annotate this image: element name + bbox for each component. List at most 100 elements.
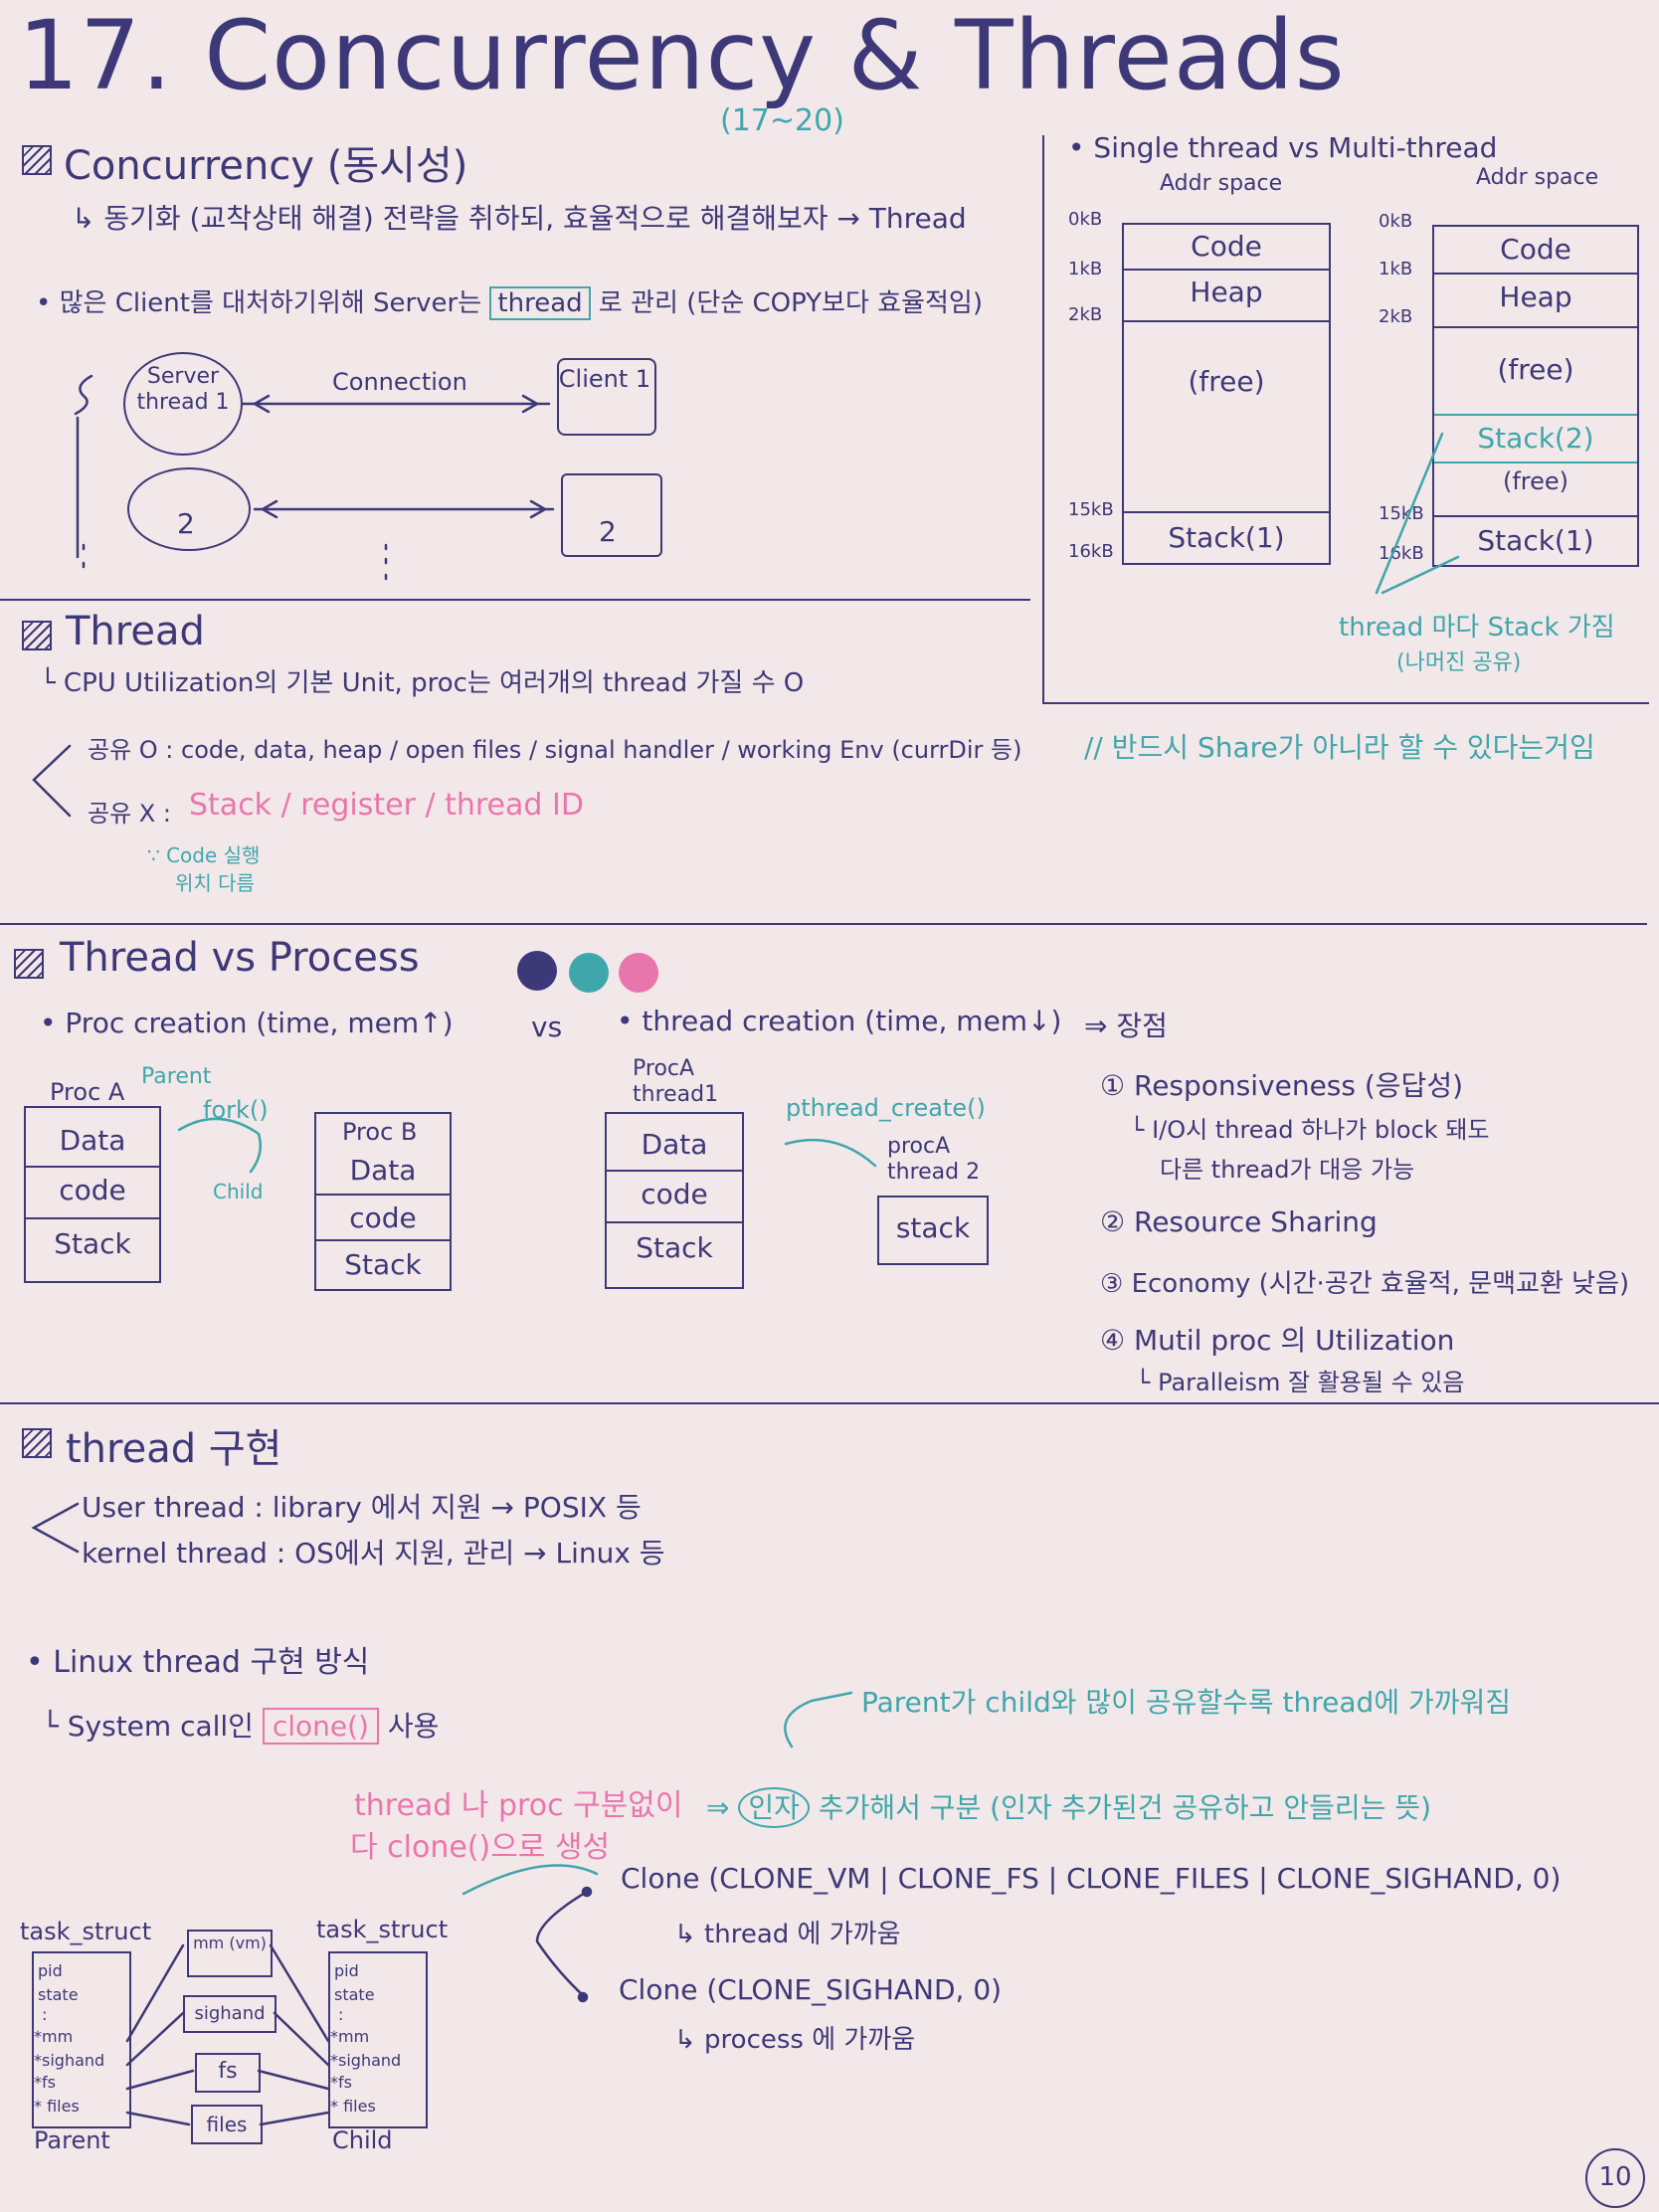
proc-creation: • Proc creation (time, mem↑) [40, 1007, 454, 1039]
single-label-1kb: 1kB [1068, 259, 1103, 279]
share-o-line: 공유 O : code, data, heap / open files / s… [88, 736, 1022, 764]
merit-label: ⇒ 장점 [1084, 1010, 1168, 1042]
addr-panel-bottom-border [1042, 702, 1649, 704]
clone-call-1: Clone (CLONE_VM | CLONE_FS | CLONE_FILES… [621, 1862, 1562, 1895]
ts-left-fs: *fs [34, 2073, 56, 2092]
share-o-note: // 반드시 Share가 아니라 할 수 있다는거임 [1084, 731, 1595, 764]
stack-note-2: (나머진 공유) [1396, 650, 1522, 675]
clone-call-2: Clone (CLONE_SIGHAND, 0) [619, 1973, 1003, 2006]
continuation-dots [82, 543, 388, 581]
shared-mm-box: mm (vm) [187, 1930, 273, 1977]
page-number-circle: 10 [1585, 2148, 1645, 2208]
multi-stack2-cell: Stack(2) [1434, 414, 1637, 463]
page-range: (17~20) [720, 103, 844, 138]
ts-left-mm: *mm [34, 2027, 74, 2046]
server-bracket [74, 374, 93, 559]
client-1-node [557, 358, 656, 436]
fork-arrow [177, 1117, 262, 1174]
proc-b-label: Proc B [342, 1118, 418, 1146]
proc-a-data: Data [59, 1124, 126, 1157]
share-x-note1: ∵ Code 실행 [147, 843, 261, 867]
clone-call-2-note: ↳ process 에 가까움 [674, 2025, 916, 2055]
single-label-0kb: 0kB [1068, 209, 1103, 230]
task-struct-right-label: task_struct [316, 1916, 449, 1943]
syscall-pre: └ System call인 [42, 1710, 254, 1743]
checkbox-icon [22, 1428, 52, 1458]
multi-heap-cell: Heap [1434, 273, 1637, 320]
addr-panel-left-border [1042, 135, 1044, 704]
thread-creation: • thread creation (time, mem↓) [617, 1005, 1062, 1037]
clone-boxed-word: clone() [262, 1708, 379, 1745]
parent-pointer-arrows [125, 1943, 195, 2126]
child-pointer-arrows [257, 1943, 330, 2126]
connection-arrowheads-2 [261, 499, 547, 519]
client-2-label: 2 [599, 515, 617, 548]
merit-4: ④ Mutil proc 의 Utilization [1100, 1324, 1455, 1357]
syscall-post: 사용 [387, 1710, 440, 1743]
pink-note-2: 다 clone()으로 생성 [350, 1830, 611, 1865]
ts-left-files: * files [34, 2097, 80, 2116]
teal-hook [784, 1691, 853, 1749]
single-label-2kb: 2kB [1068, 304, 1103, 325]
pink-note-1: thread 나 proc 구분없이 [354, 1788, 683, 1823]
single-label-15kb: 15kB [1068, 499, 1114, 520]
ts-left-pid: pid [38, 1961, 63, 1980]
proc-a-label: Proc A [50, 1078, 125, 1106]
task-struct-left-box: pid state : *mm *sighand *fs * files [32, 1951, 131, 2128]
multi-label-1kb: 1kB [1379, 259, 1413, 279]
page-number: 10 [1598, 2162, 1632, 2192]
single-stack1-cell: Stack(1) [1124, 511, 1329, 563]
multi-code-cell: Code [1500, 233, 1571, 266]
ts-right-sighand: *sighand [330, 2051, 402, 2070]
merit-1: ① Responsiveness (응답성) [1100, 1069, 1464, 1102]
share-x-note2: 위치 다름 [175, 871, 255, 895]
linux-heading: • Linux thread 구현 방식 [26, 1645, 370, 1680]
single-heap-cell: Heap [1124, 269, 1329, 314]
shared-fs-box: fs [195, 2053, 261, 2093]
clone-pointer-arrow [461, 1864, 599, 1896]
multi-addr-title: Addr space [1476, 165, 1599, 190]
child-label: Child [213, 1180, 264, 1203]
page-title: 17. Concurrency & Threads [18, 0, 1346, 111]
proca-thread2-label: procA thread 2 [887, 1134, 981, 1185]
concurrency-line2-post: 로 관리 (단순 COPY보다 효율적임) [598, 288, 983, 318]
parent-struct-label: Parent [34, 2126, 110, 2154]
parent-label: Parent [141, 1064, 212, 1089]
share-x-label: 공유 X : [88, 800, 171, 828]
concurrency-line2-pre: • 많은 Client를 대처하기위해 Server는 [36, 288, 482, 318]
user-thread-line: User thread : library 에서 지원 → POSIX 등 [82, 1491, 642, 1524]
ts-right-mm: *mm [330, 2027, 370, 2046]
addr-header: • Single thread vs Multi-thread [1068, 131, 1498, 164]
pthread-arrow [784, 1138, 877, 1168]
proca-thread2-stack: stack [895, 1211, 971, 1244]
concurrency-heading: Concurrency (동시성) [64, 143, 468, 189]
ts-right-state: state [334, 1985, 375, 2004]
pthread-create-label: pthread_create() [786, 1094, 986, 1122]
color-swatch-pink [619, 953, 658, 993]
shared-sighand-label: sighand [194, 2003, 266, 2024]
color-swatch-navy [517, 951, 557, 991]
multi-addr-space: Code Heap (free) Stack(2) (free) Stack(1… [1432, 225, 1639, 567]
single-code-cell: Code [1191, 230, 1262, 263]
single-addr-space: Code Heap (free) Stack(1) [1122, 223, 1331, 565]
arg-post: 추가해서 구분 (인자 추가된건 공유하고 안들리는 뜻) [818, 1791, 1432, 1824]
multi-stack1-cell: Stack(1) [1434, 515, 1637, 565]
share-x-items: Stack / register / thread ID [189, 788, 584, 823]
arg-pre: ⇒ [706, 1791, 730, 1824]
clone-branch-dot-1 [581, 1886, 593, 1898]
clone-branch-dot-2 [577, 1991, 589, 2003]
checkbox-icon [14, 949, 44, 979]
multi-label-0kb: 0kB [1379, 211, 1413, 232]
clone-branch-lines [535, 1890, 589, 1999]
proca-thread1-code: code [607, 1170, 742, 1217]
client-1-label: Client 1 [558, 365, 651, 393]
share-brace [32, 744, 72, 818]
client-2-node [561, 473, 662, 557]
server-thread-2-label: 2 [177, 507, 195, 540]
thread-line1: └ CPU Utilization의 기본 Unit, proc는 여러개의 t… [40, 668, 805, 698]
ts-right-pid: pid [334, 1961, 359, 1980]
ts-right-dots: : [338, 2005, 344, 2024]
concurrency-line2: • 많은 Client를 대처하기위해 Server는 thread 로 관리 … [36, 282, 983, 320]
checkbox-icon [22, 621, 52, 650]
